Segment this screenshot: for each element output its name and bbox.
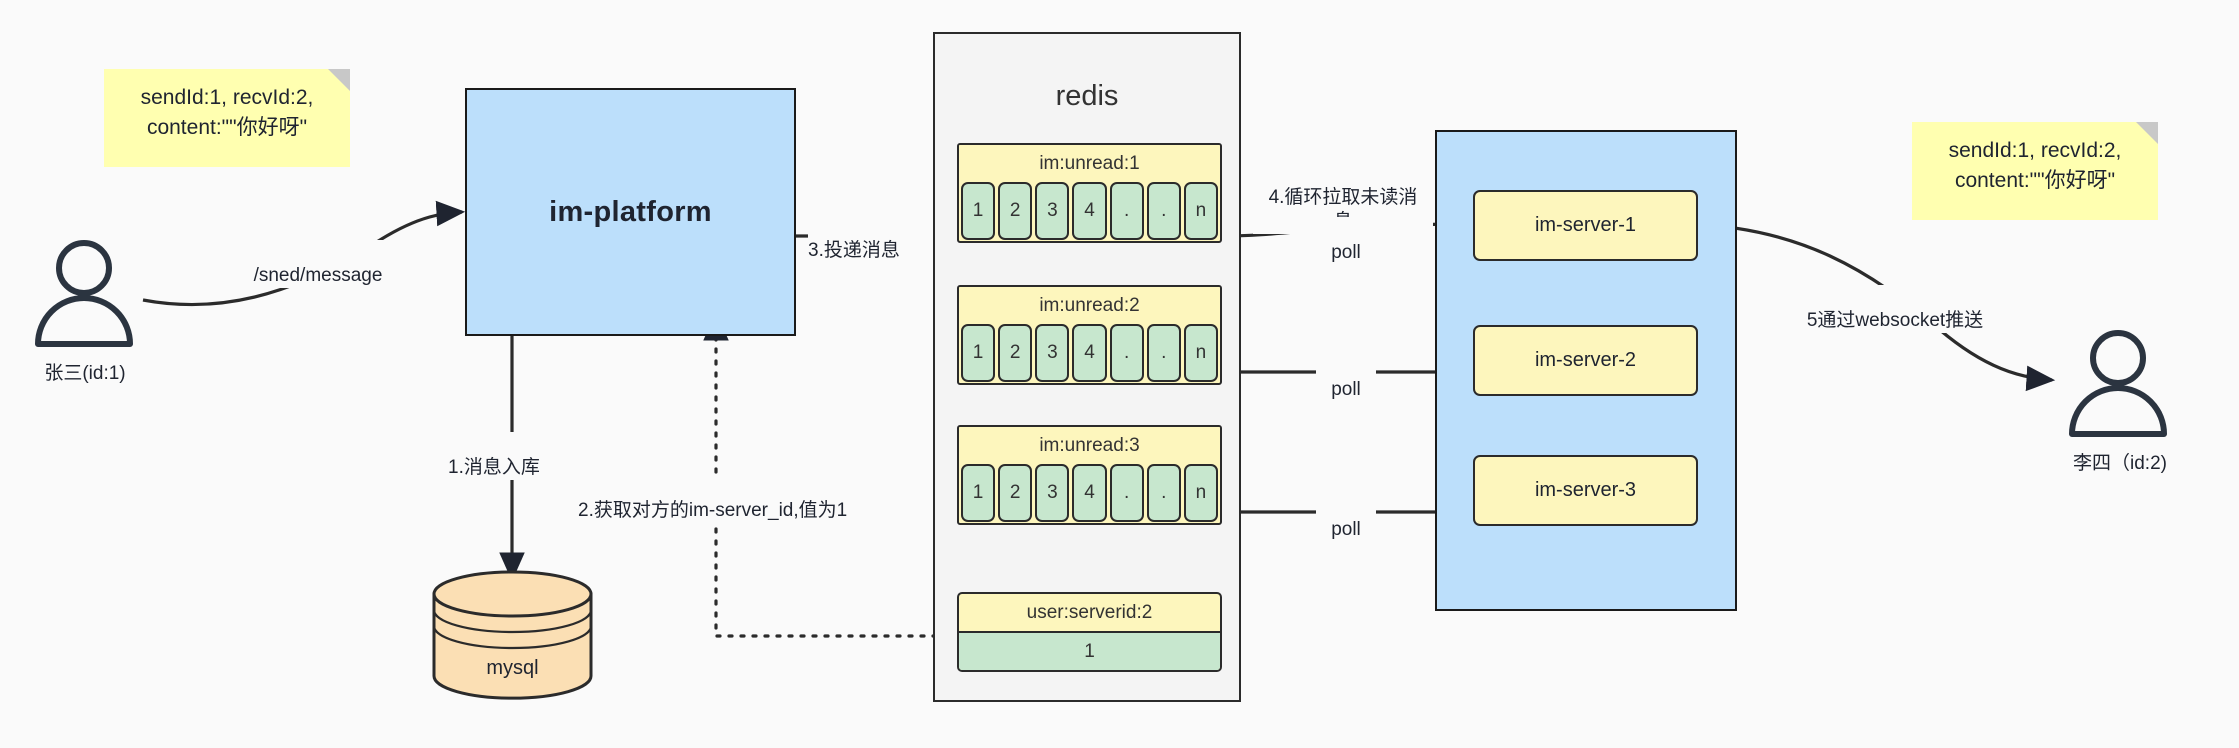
queue-cell: . — [1146, 182, 1181, 240]
redis-queue-3: im:unread:3 1 2 3 4 . . n — [957, 425, 1222, 525]
node-im-platform-label: im-platform — [549, 195, 712, 228]
queue-cell: . — [1109, 324, 1144, 382]
redis-queue-1-cells: 1 2 3 4 . . n — [959, 182, 1220, 241]
edge-label-step2-text: 2.获取对方的im-server_id,值为1 — [578, 500, 848, 521]
node-mysql-label: mysql — [486, 657, 538, 679]
actor-sender-label: 张三(id:1) — [0, 358, 170, 385]
note-fold-corner — [2136, 122, 2158, 144]
redis-kv-value: 1 — [959, 631, 1220, 670]
actor-receiver-label-text: 李四（id:2) — [2073, 453, 2167, 474]
queue-cell: . — [1109, 464, 1144, 522]
queue-cell: 4 — [1072, 182, 1107, 240]
edge-label-step1: 1.消息入库 — [448, 432, 618, 480]
node-im-server-3[interactable]: im-server-3 — [1473, 455, 1698, 526]
edge-label-send-message-text: /sned/message — [253, 265, 383, 286]
queue-cell: 1 — [961, 182, 996, 240]
edge-label-send-message: /sned/message — [228, 240, 408, 288]
queue-cell: n — [1183, 464, 1218, 522]
note-receiver-payload: sendId:1, recvId:2, content:""你好呀" — [1912, 122, 2158, 220]
node-redis-title-text: redis — [1055, 80, 1119, 112]
node-mysql[interactable]: mysql — [430, 570, 595, 700]
node-im-platform[interactable]: im-platform — [465, 88, 796, 336]
edge-label-poll-2: poll — [1316, 354, 1376, 402]
queue-cell: . — [1146, 324, 1181, 382]
queue-cell: 3 — [1035, 182, 1070, 240]
node-im-server-2[interactable]: im-server-2 — [1473, 325, 1698, 396]
queue-cell: n — [1183, 182, 1218, 240]
queue-cell: 2 — [998, 464, 1033, 522]
note-sender-payload: sendId:1, recvId:2, content:""你好呀" — [104, 69, 350, 167]
queue-cell: . — [1109, 182, 1144, 240]
queue-cell: 2 — [998, 324, 1033, 382]
edge-label-poll-1-text: poll — [1331, 242, 1361, 263]
edge-label-step2: 2.获取对方的im-server_id,值为1 — [578, 475, 888, 523]
node-im-server-3-label: im-server-3 — [1534, 479, 1637, 501]
actor-sender-label-text: 张三(id:1) — [44, 363, 126, 384]
queue-cell: 3 — [1035, 464, 1070, 522]
actor-receiver-icon — [2069, 330, 2167, 437]
edge-label-poll-3: poll — [1316, 494, 1376, 542]
redis-queue-1: im:unread:1 1 2 3 4 . . n — [957, 143, 1222, 243]
queue-cell: 1 — [961, 464, 996, 522]
node-im-server-1-label: im-server-1 — [1534, 214, 1637, 236]
edge-label-step3-text: 3.投递消息 — [808, 240, 900, 261]
queue-cell: 2 — [998, 182, 1033, 240]
queue-cell: n — [1183, 324, 1218, 382]
queue-cell: 3 — [1035, 324, 1070, 382]
queue-cell: 1 — [961, 324, 996, 382]
edge-label-step5-text: 5通过websocket推送 — [1806, 310, 1984, 331]
note-sender-payload-text: sendId:1, recvId:2, content:""你好呀" — [140, 86, 314, 139]
redis-queue-3-key: im:unread:3 — [959, 427, 1220, 464]
redis-queue-1-key: im:unread:1 — [959, 145, 1220, 182]
redis-queue-3-cells: 1 2 3 4 . . n — [959, 464, 1220, 523]
redis-queue-2: im:unread:2 1 2 3 4 . . n — [957, 285, 1222, 385]
node-im-server-1[interactable]: im-server-1 — [1473, 190, 1698, 261]
note-fold-corner — [328, 69, 350, 91]
redis-kv-user-serverid: user:serverid:2 1 — [957, 592, 1222, 672]
edge-label-poll-2-text: poll — [1331, 379, 1361, 400]
redis-queue-2-key: im:unread:2 — [959, 287, 1220, 324]
node-im-server-2-label: im-server-2 — [1534, 349, 1637, 371]
redis-queue-2-cells: 1 2 3 4 . . n — [959, 324, 1220, 383]
edge-label-poll-3-text: poll — [1331, 519, 1361, 540]
edge-label-step1-text: 1.消息入库 — [448, 457, 540, 478]
actor-receiver-label: 李四（id:2) — [2030, 448, 2210, 475]
queue-cell: 4 — [1072, 464, 1107, 522]
node-redis-title: redis — [935, 80, 1239, 113]
actor-sender-icon — [35, 240, 133, 347]
redis-kv-key: user:serverid:2 — [1026, 602, 1153, 623]
queue-cell: . — [1146, 464, 1181, 522]
edge-label-poll-1: poll — [1316, 217, 1376, 265]
edge-label-step5: 5通过websocket推送 — [1780, 285, 2010, 333]
queue-cell: 4 — [1072, 324, 1107, 382]
note-receiver-payload-text: sendId:1, recvId:2, content:""你好呀" — [1948, 139, 2122, 192]
